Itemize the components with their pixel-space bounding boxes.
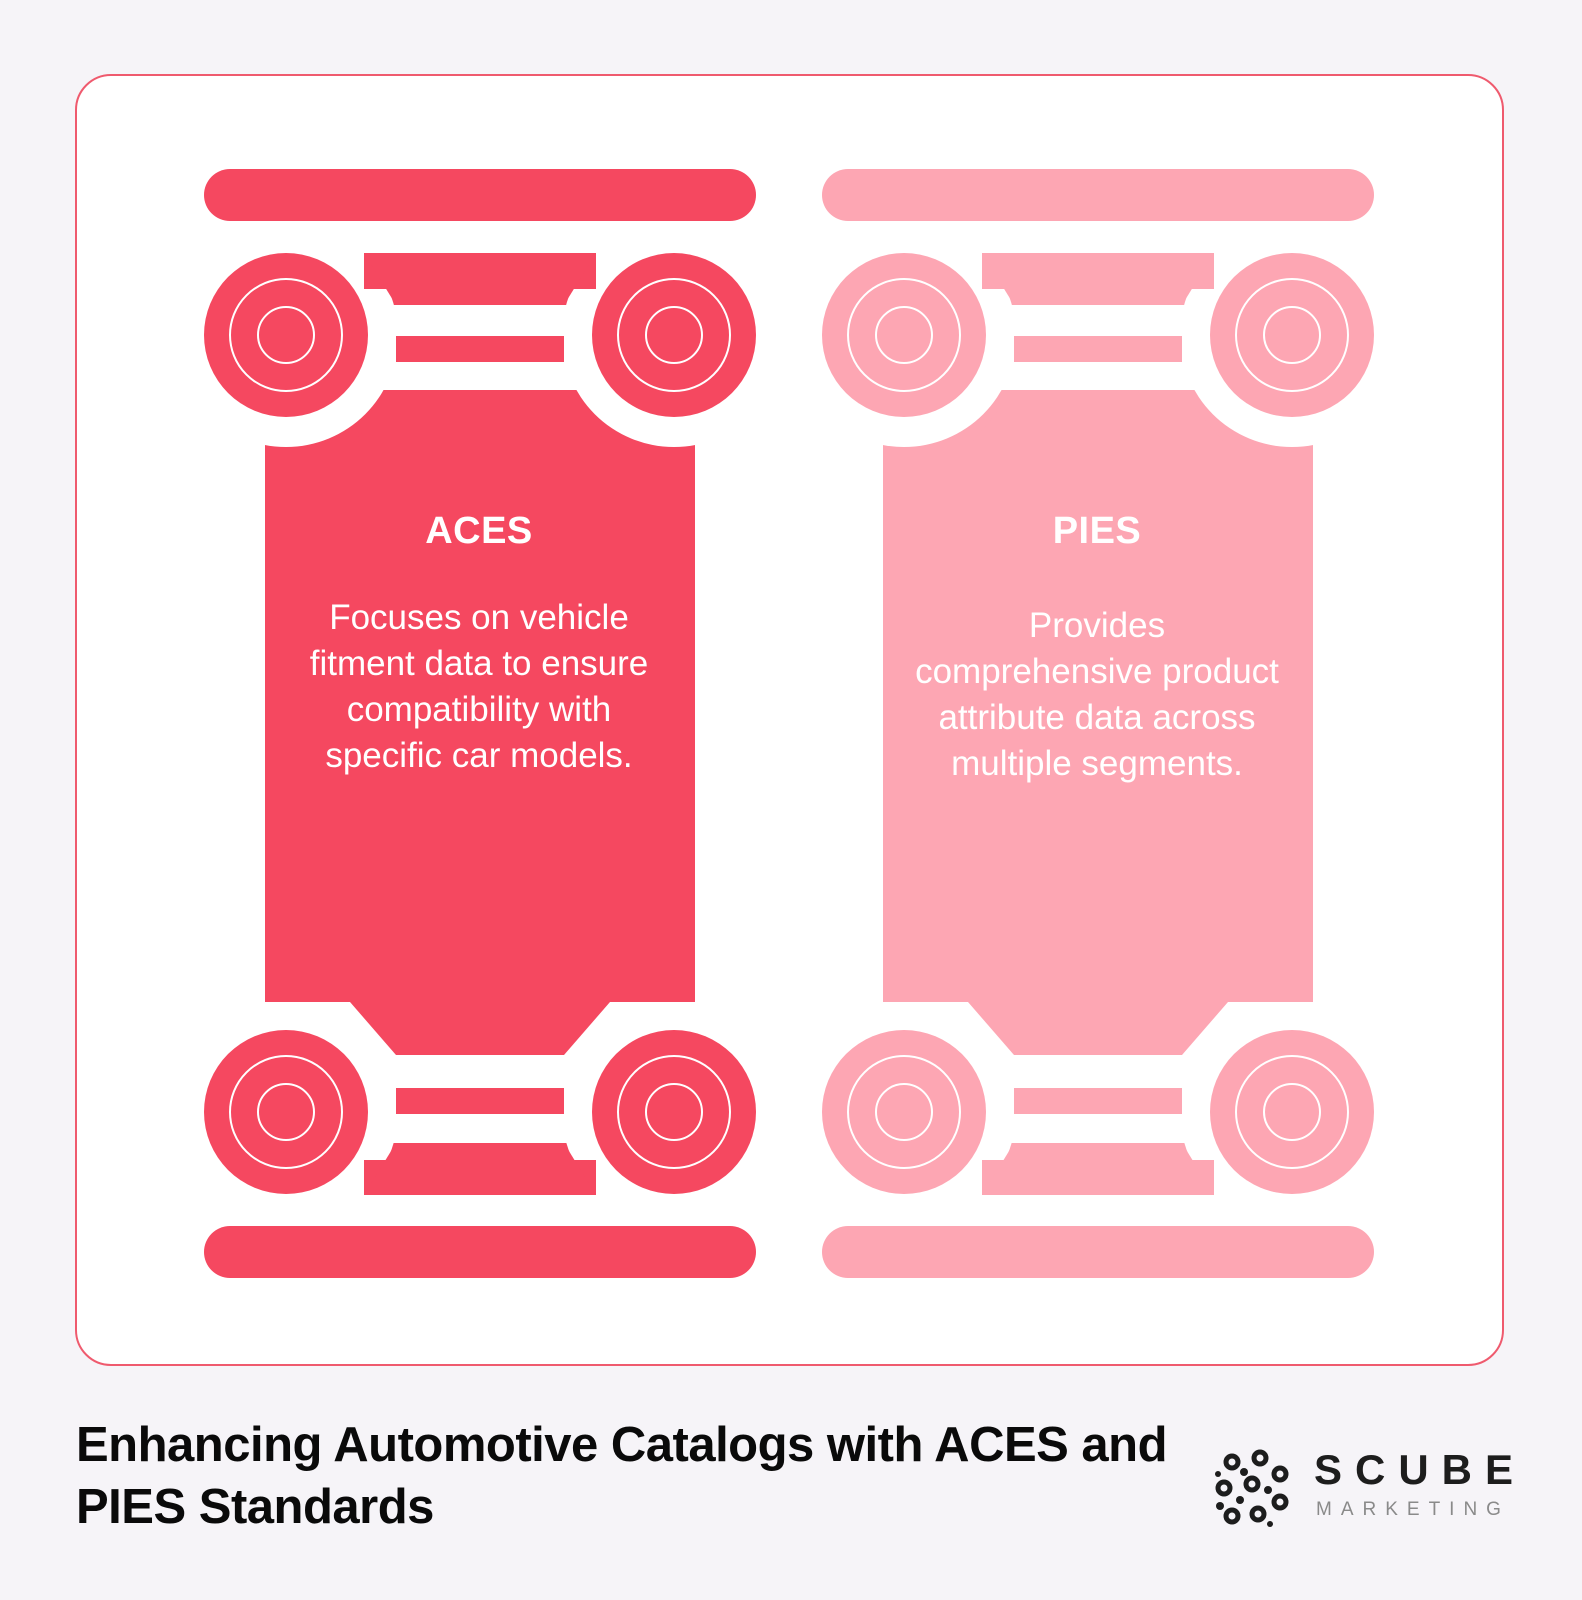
aces-bottom-neck: [364, 1143, 596, 1195]
pies-volute-bottom-right: [1210, 1030, 1374, 1194]
aces-volute-top-right: [592, 253, 756, 417]
aces-top-bar: [204, 169, 756, 221]
aces-top-flare: [350, 392, 610, 447]
pies-top-flare: [968, 392, 1228, 447]
logo-name: SCUBE: [1314, 1446, 1527, 1493]
pies-bottom-neck: [982, 1143, 1214, 1195]
pies-volute-top-right: [1210, 253, 1374, 417]
aces-title: ACES: [425, 510, 533, 552]
pies-volute-top-left: [822, 253, 986, 417]
pies-top-neck: [982, 253, 1214, 305]
aces-text-block: ACES Focuses on vehicle fitment data to …: [264, 510, 694, 779]
scube-logo-icon: [1215, 1449, 1289, 1527]
pies-volute-bottom-left: [822, 1030, 986, 1194]
pies-bottom-bar: [822, 1226, 1374, 1278]
aces-volute-top-left: [204, 253, 368, 417]
logo-tagline: MARKETING: [1316, 1499, 1510, 1520]
pies-text-block: PIES Provides comprehensive product attr…: [882, 510, 1312, 787]
aces-top-neck: [364, 253, 596, 305]
pies-title: PIES: [1052, 510, 1142, 552]
aces-bottom-flare: [350, 1002, 610, 1055]
aces-pillar: [174, 169, 786, 1278]
pies-top-bar: [822, 169, 1374, 221]
scube-logo: SCUBE MARKETING: [1210, 1444, 1513, 1534]
aces-description: Focuses on vehicle fitment data to ensur…: [309, 598, 649, 775]
aces-bottom-bar: [204, 1226, 756, 1278]
pies-bottom-flare: [968, 1002, 1228, 1055]
aces-volute-bottom-left: [204, 1030, 368, 1194]
aces-volute-bottom-right: [592, 1030, 756, 1194]
pies-description: Provides comprehensive product attribute…: [915, 606, 1279, 783]
page-title: Enhancing Automotive Catalogs with ACES …: [76, 1418, 1168, 1534]
pies-pillar: [792, 169, 1404, 1278]
